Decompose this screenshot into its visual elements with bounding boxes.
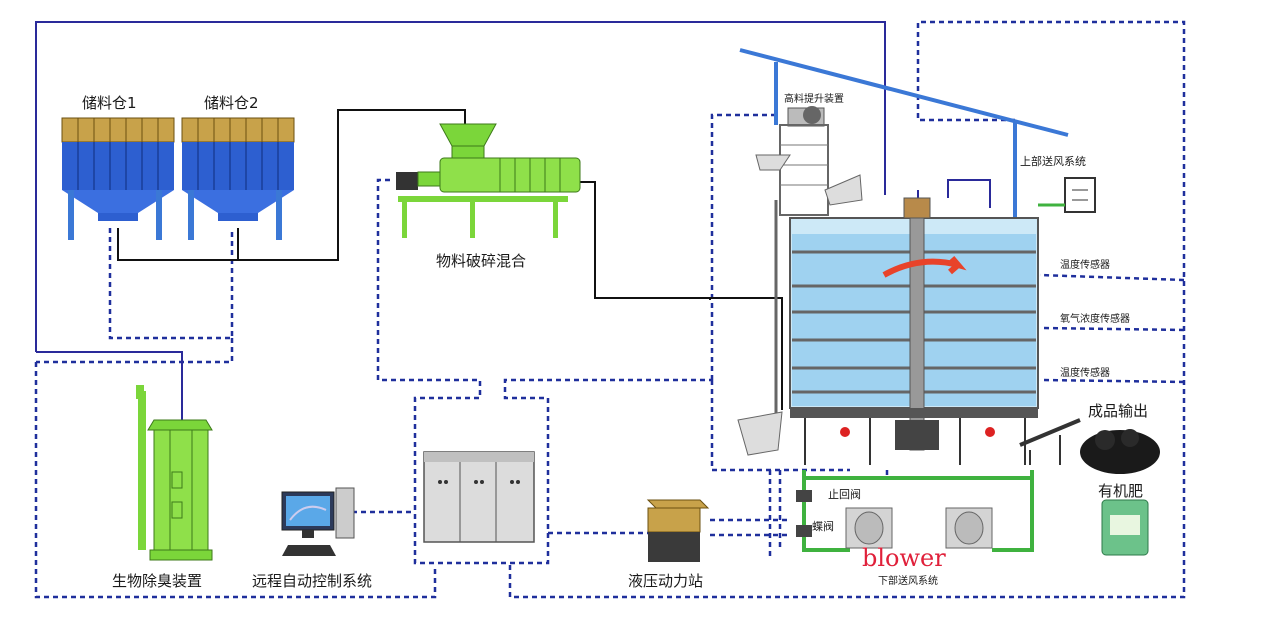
upper-air-pipes xyxy=(739,48,1069,222)
valve-top-label: 止回阀 xyxy=(828,487,861,501)
control-cabinet xyxy=(423,451,535,543)
blower-left xyxy=(845,507,893,549)
output-conveyor xyxy=(1019,418,1160,474)
computer xyxy=(281,487,355,556)
lower-fan-label: 下部送风系统 xyxy=(878,574,938,587)
oxygen-sensor-label: 氧气浓度传感器 xyxy=(1060,312,1130,325)
valve-top-icon xyxy=(796,490,812,502)
solid-lines xyxy=(35,21,886,420)
deodorizer-label: 生物除臭装置 xyxy=(112,572,202,590)
lower-air-pipes xyxy=(802,470,1034,552)
lift-label: 高料提升装置 xyxy=(784,92,844,105)
fertilizer-bag xyxy=(1101,499,1149,556)
labels: 储料仓1 储料仓2 物料破碎混合 高料提升装置 上部送风系统 温度传感器 氧气浓… xyxy=(82,92,1148,590)
valve-bottom-label: 蝶阀 xyxy=(812,519,834,533)
mixer-label: 物料破碎混合 xyxy=(436,252,526,270)
storage-silo-2 xyxy=(181,117,295,240)
blower-label: blower xyxy=(862,544,946,572)
upper-fan-unit xyxy=(1038,177,1096,213)
fertilizer-label: 有机肥 xyxy=(1098,482,1143,500)
temp-sensor-1-label: 温度传感器 xyxy=(1060,258,1110,271)
remote-control-label: 远程自动控制系统 xyxy=(252,572,372,590)
bio-deodorizer xyxy=(136,385,213,561)
valve-bottom-icon xyxy=(796,525,812,537)
blower-right xyxy=(945,507,993,549)
hydraulic-station xyxy=(646,499,710,562)
lift-device xyxy=(737,106,863,456)
hydraulic-label: 液压动力站 xyxy=(628,572,703,590)
output-label: 成品输出 xyxy=(1088,402,1148,420)
signal-lines xyxy=(34,20,1186,599)
upper-fan-label: 上部送风系统 xyxy=(1020,154,1086,168)
fermentation-tank xyxy=(789,197,1039,465)
storage-silo-1 xyxy=(61,117,175,240)
crusher-mixer xyxy=(396,123,581,238)
silo2-label: 储料仓2 xyxy=(204,94,259,112)
temp-sensor-2-label: 温度传感器 xyxy=(1060,366,1110,379)
silo1-label: 储料仓1 xyxy=(82,94,137,112)
